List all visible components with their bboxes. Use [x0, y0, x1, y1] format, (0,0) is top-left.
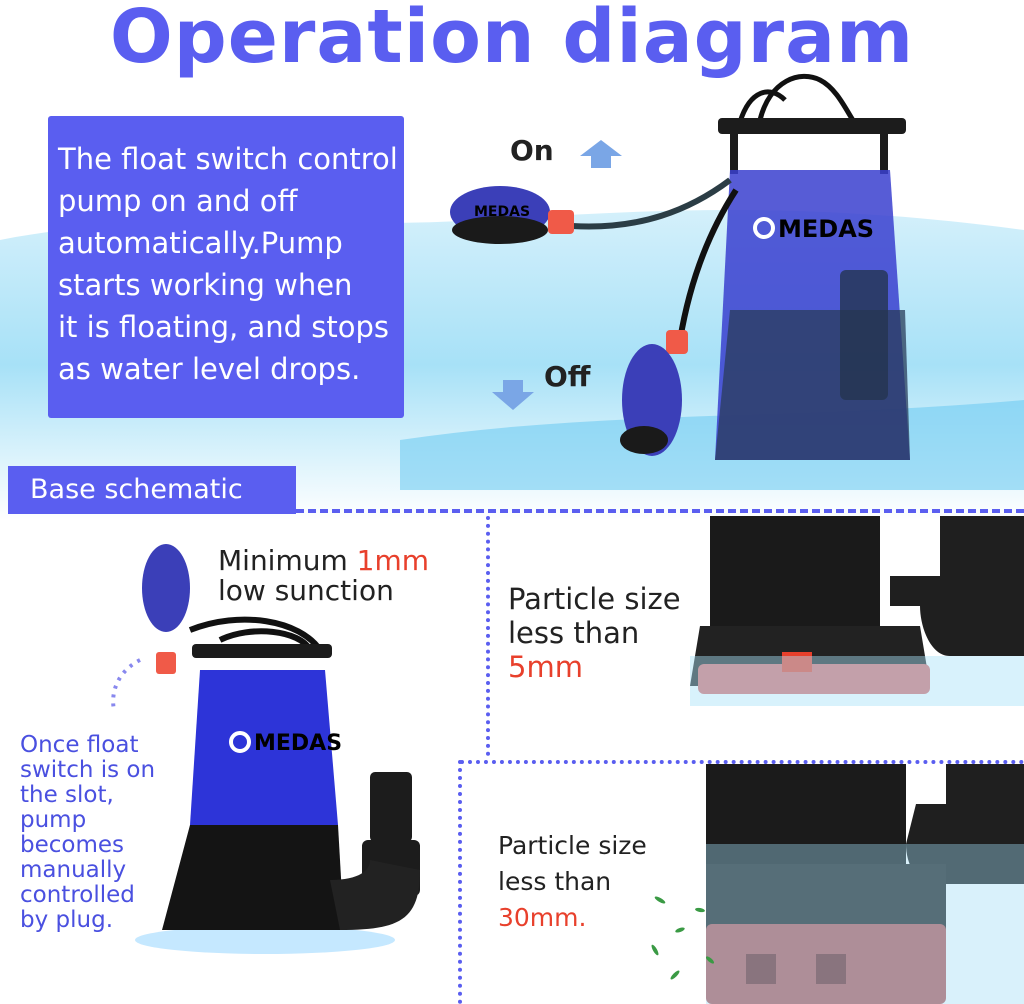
note-line: the slot,: [20, 782, 114, 808]
particle-30mm-label: Particle size less than 30mm.: [498, 828, 647, 936]
note-line: Once float: [20, 732, 139, 758]
pump-brand: MEDAS: [254, 731, 342, 756]
particle-line: less than: [498, 867, 612, 896]
particle-line: Particle size: [508, 582, 681, 616]
base-schematic-tab: Base schematic: [8, 466, 296, 514]
particle-value: 5mm: [508, 650, 583, 684]
debris-leaves: [651, 896, 715, 980]
pump-float-illustration: MEDAS MEDAS: [450, 73, 910, 460]
section-divider: [296, 509, 1024, 513]
dotted-divider: [460, 760, 1024, 764]
dotted-divider: [486, 516, 490, 756]
pump-brand: MEDAS: [778, 215, 874, 243]
on-label: On: [510, 134, 554, 167]
arrow-down-icon: [492, 380, 534, 410]
minimum-line2: low sunction: [218, 574, 394, 607]
minimum-suction-label: Minimum 1mm low sunction: [218, 546, 429, 606]
info-line: it is floating, and stops: [58, 310, 389, 344]
minimum-value: 1mm: [356, 544, 430, 577]
particle-line: less than: [508, 616, 640, 650]
pump-illustration: MEDAS: [111, 544, 420, 954]
info-box: The float switch control pump on and off…: [48, 116, 404, 418]
info-line: as water level drops.: [58, 352, 361, 386]
page-title: Operation diagram: [109, 0, 915, 80]
pump-base-closeup-1: [690, 516, 1024, 706]
minimum-text: Minimum: [218, 544, 357, 577]
info-line: starts working when: [58, 268, 353, 302]
pump-base-closeup-2: [706, 764, 1024, 1004]
note-line: by plug.: [20, 907, 113, 933]
manual-control-note: Once float switch is on the slot, pump b…: [20, 733, 155, 933]
note-line: manually: [20, 857, 127, 883]
off-label: Off: [544, 360, 591, 393]
note-line: switch is on: [20, 757, 156, 783]
note-line: pump: [20, 807, 87, 833]
info-line: pump on and off: [58, 184, 298, 218]
note-line: controlled: [20, 882, 135, 908]
arrow-up-icon: [580, 140, 622, 168]
particle-line: Particle size: [498, 831, 647, 860]
info-line: automatically.Pump: [58, 226, 343, 260]
particle-value: 30mm.: [498, 903, 587, 932]
note-line: becomes: [20, 832, 125, 858]
particle-5mm-label: Particle size less than 5mm: [508, 582, 681, 684]
dotted-divider: [458, 760, 462, 1004]
info-line: The float switch control: [58, 142, 398, 176]
float-brand: MEDAS: [474, 204, 530, 220]
